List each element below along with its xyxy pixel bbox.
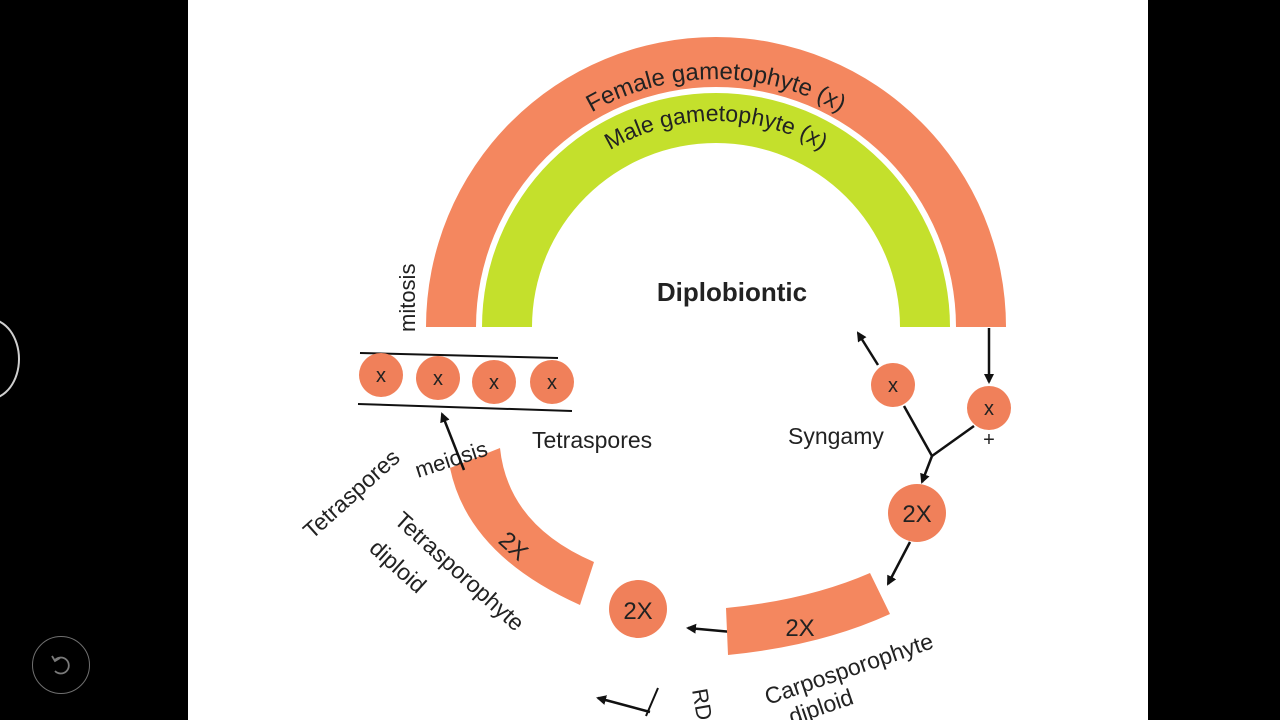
svg-text:x: x <box>888 375 898 397</box>
syngamy-label: Syngamy <box>788 423 884 449</box>
syngamy-line-right <box>931 424 975 458</box>
mitosis-label: mitosis <box>395 264 420 332</box>
gamete-cell-male: x <box>967 386 1011 430</box>
tetraspore-cell: x <box>416 356 460 400</box>
carposporophyte-band <box>726 573 890 655</box>
svg-text:x: x <box>984 398 994 420</box>
video-frame: Female gametophyte (x) Male gametophyte … <box>188 0 1148 720</box>
plus-sign: + <box>983 429 995 451</box>
svg-text:2X: 2X <box>902 501 931 528</box>
right-letterbox <box>1148 0 1280 720</box>
carposporophyte-ploidy: 2X <box>785 615 814 642</box>
side-circle-icon[interactable] <box>0 318 20 400</box>
svg-text:x: x <box>376 365 386 387</box>
tetraspore-top-line <box>359 352 559 359</box>
svg-text:x: x <box>547 372 557 394</box>
tetraspore-cell: x <box>472 360 516 404</box>
syngamy-line-left <box>902 405 934 457</box>
carpospore-arrow <box>686 623 733 634</box>
undo-arrow-icon <box>51 655 70 675</box>
gamete-cell-female: x <box>871 363 915 407</box>
bottom-partial-label: RD <box>687 687 717 720</box>
zygote-cell: 2X <box>888 484 946 542</box>
diagram-title: Diplobiontic <box>657 277 807 307</box>
tetrasporophyte-band <box>450 448 594 605</box>
tetraspores-label-left: Tetraspores <box>298 444 405 544</box>
female-gametophyte-band <box>426 37 1006 327</box>
bottom-arrow <box>596 695 651 714</box>
left-letterbox <box>0 0 188 720</box>
gamete-arrow-up <box>856 331 880 366</box>
life-cycle-diagram: Female gametophyte (x) Male gametophyte … <box>298 37 1011 720</box>
carposporophyte-arrow <box>886 541 912 586</box>
svg-text:2X: 2X <box>623 598 652 625</box>
bottom-line <box>645 687 659 717</box>
tetraspore-bottom-line <box>357 403 573 412</box>
tetraspore-cell: x <box>530 360 574 404</box>
zygote-arrow <box>920 455 934 484</box>
svg-text:x: x <box>489 372 499 394</box>
tetraspore-cell: x <box>359 353 403 397</box>
back-button[interactable] <box>32 636 90 694</box>
svg-text:x: x <box>433 368 443 390</box>
diploid-cell: 2X <box>609 580 667 638</box>
tetraspores-label-right: Tetraspores <box>532 427 652 453</box>
male-gametophyte-band <box>482 93 950 327</box>
meiosis-arrow <box>440 412 466 471</box>
